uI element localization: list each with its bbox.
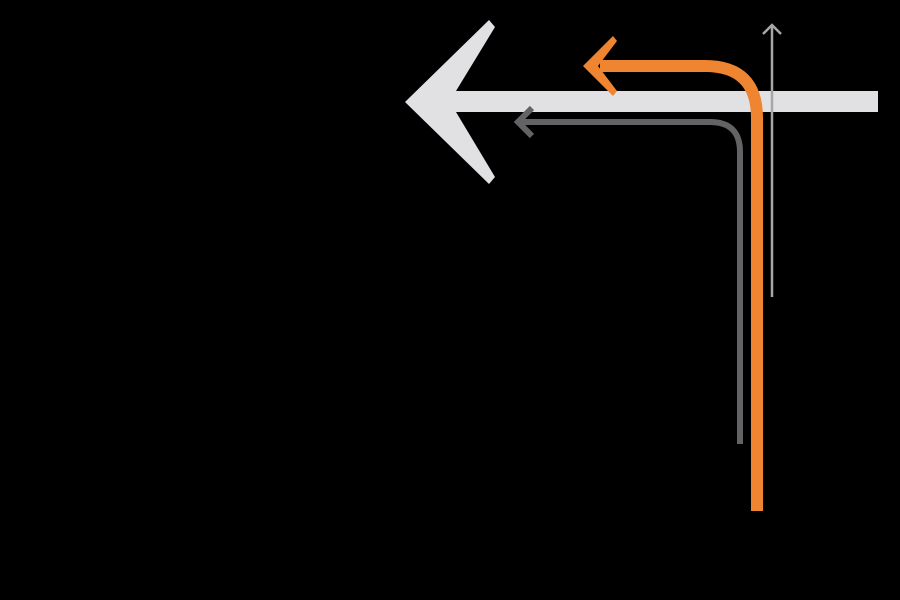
gray-arrowhead [513,105,535,139]
orange-arrowhead [583,36,617,96]
left-turn-arrow-orange [583,36,763,511]
orange-turn-path [600,60,763,511]
straight-up-arrowhead [762,23,782,35]
straight-up-arrow [762,23,782,297]
left-turn-arrow-gray [513,105,743,444]
main-through-arrow [405,20,878,184]
main-arrow-shape [405,20,878,184]
gray-turn-path [520,119,743,444]
